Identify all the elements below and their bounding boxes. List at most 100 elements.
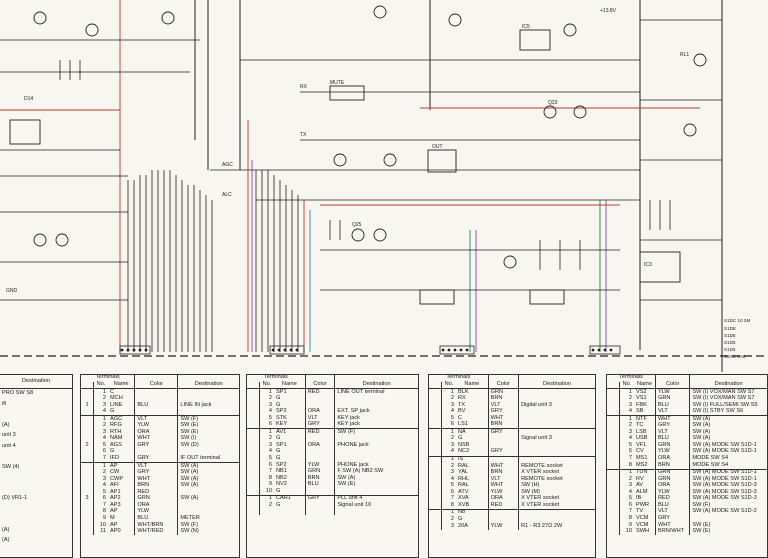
cell-group — [247, 481, 260, 489]
cell-color — [304, 502, 336, 509]
cell-group — [607, 482, 620, 490]
cell-no: 2 — [102, 395, 106, 402]
cell-group — [607, 528, 620, 536]
table-header-no: No. — [259, 381, 274, 390]
cell-no: 10 — [265, 487, 272, 494]
cell-name: IS — [456, 455, 489, 464]
cell-no: 6 — [628, 448, 632, 455]
table-row — [0, 515, 72, 526]
cell-no: 5 — [450, 414, 454, 421]
cell-color — [134, 395, 179, 403]
cell-no: 4 — [450, 448, 454, 455]
cell-no: 5 — [102, 488, 106, 495]
cell-destination: (A) — [2, 537, 10, 544]
cell-group — [429, 395, 442, 403]
cell-group — [247, 449, 260, 456]
cell-name: G — [276, 448, 281, 455]
table-row: (A) — [0, 421, 72, 432]
cell-name: C — [110, 388, 115, 395]
cell-name: AP1 — [110, 488, 121, 495]
cell-group — [429, 523, 442, 530]
cell-destination: R1 - R3 27Ω 2W — [521, 522, 563, 529]
label-alc: ALC — [222, 192, 232, 198]
cell-no: 6 — [268, 421, 272, 428]
cell-no: 3 — [450, 522, 454, 529]
cell-group — [429, 516, 442, 524]
cell-no: 7 — [102, 501, 106, 508]
cell-color — [304, 455, 336, 463]
cell-name: G — [110, 448, 115, 455]
cell-name: IFD — [110, 455, 120, 462]
cell-group — [81, 489, 94, 496]
cell-destination: SW (F) — [692, 501, 711, 508]
cell-name: SWH — [636, 528, 650, 535]
cell-no: 8 — [268, 474, 272, 481]
cell-no: 10 — [625, 528, 632, 535]
table-header-no: No. — [93, 381, 108, 390]
cell-no: 6 — [450, 488, 454, 495]
cell-group — [607, 402, 620, 409]
label-gnd: GND — [6, 288, 18, 294]
cell-group — [247, 442, 260, 450]
table-header-color: Color — [304, 381, 336, 390]
cell-color: YLW — [654, 388, 691, 396]
cell-group — [429, 388, 442, 396]
cell-color: YLW — [654, 449, 691, 456]
table-header-no: No. — [441, 381, 456, 390]
cell-color: WHT — [487, 415, 520, 422]
cell-group — [81, 528, 94, 536]
cell-color: ORA — [134, 429, 179, 436]
cell-destination: SW (A) MODE SW S1D-1 — [692, 475, 757, 482]
cell-group — [247, 421, 260, 429]
cell-group — [247, 408, 260, 416]
cell-name: G — [110, 408, 115, 415]
cell-color: YLW — [654, 489, 691, 496]
cell-name: MS1 — [636, 455, 648, 462]
cell-group — [607, 495, 620, 503]
cell-group — [607, 408, 620, 416]
cell-group — [247, 488, 260, 496]
table-header-name: Name — [274, 381, 306, 390]
cell-no: 9 — [268, 481, 272, 488]
cell-destination: IF OUT terminal — [180, 455, 221, 462]
cell-color: ORA — [654, 483, 691, 490]
cell-name: AGS — [110, 441, 122, 448]
cell-name: SP2 — [276, 461, 287, 468]
cell-group — [429, 435, 442, 443]
cell-name: NAM — [110, 435, 123, 442]
cell-color: GRN — [654, 395, 691, 403]
cell-group — [607, 415, 620, 423]
cell-color: GRN — [654, 442, 691, 450]
cell-name: SB — [636, 408, 644, 415]
side-note-6: S2AC 3A8 — [724, 354, 746, 359]
cell-color: WHT — [654, 415, 691, 423]
cell-color: ORA — [654, 455, 691, 463]
cell-name: RAL — [458, 482, 469, 489]
cell-name: PWR — [636, 501, 650, 508]
cell-no: 3 — [102, 475, 106, 482]
cell-color: ORA — [304, 409, 336, 416]
cell-no: 2 — [268, 435, 272, 442]
cell-name: NC2 — [458, 448, 470, 455]
cell-name: CW — [110, 469, 120, 476]
table-row — [0, 505, 72, 516]
cell-color: WHT — [487, 463, 520, 470]
cell-color: WHT — [134, 476, 179, 483]
cell-name: VCM — [636, 521, 649, 528]
cell-name: SP1 — [276, 441, 287, 448]
cell-destination: KEY jack — [337, 421, 360, 428]
cell-no: 5 — [268, 414, 272, 421]
cell-name: LS1 — [458, 421, 468, 428]
cell-no: 1 — [441, 455, 456, 464]
